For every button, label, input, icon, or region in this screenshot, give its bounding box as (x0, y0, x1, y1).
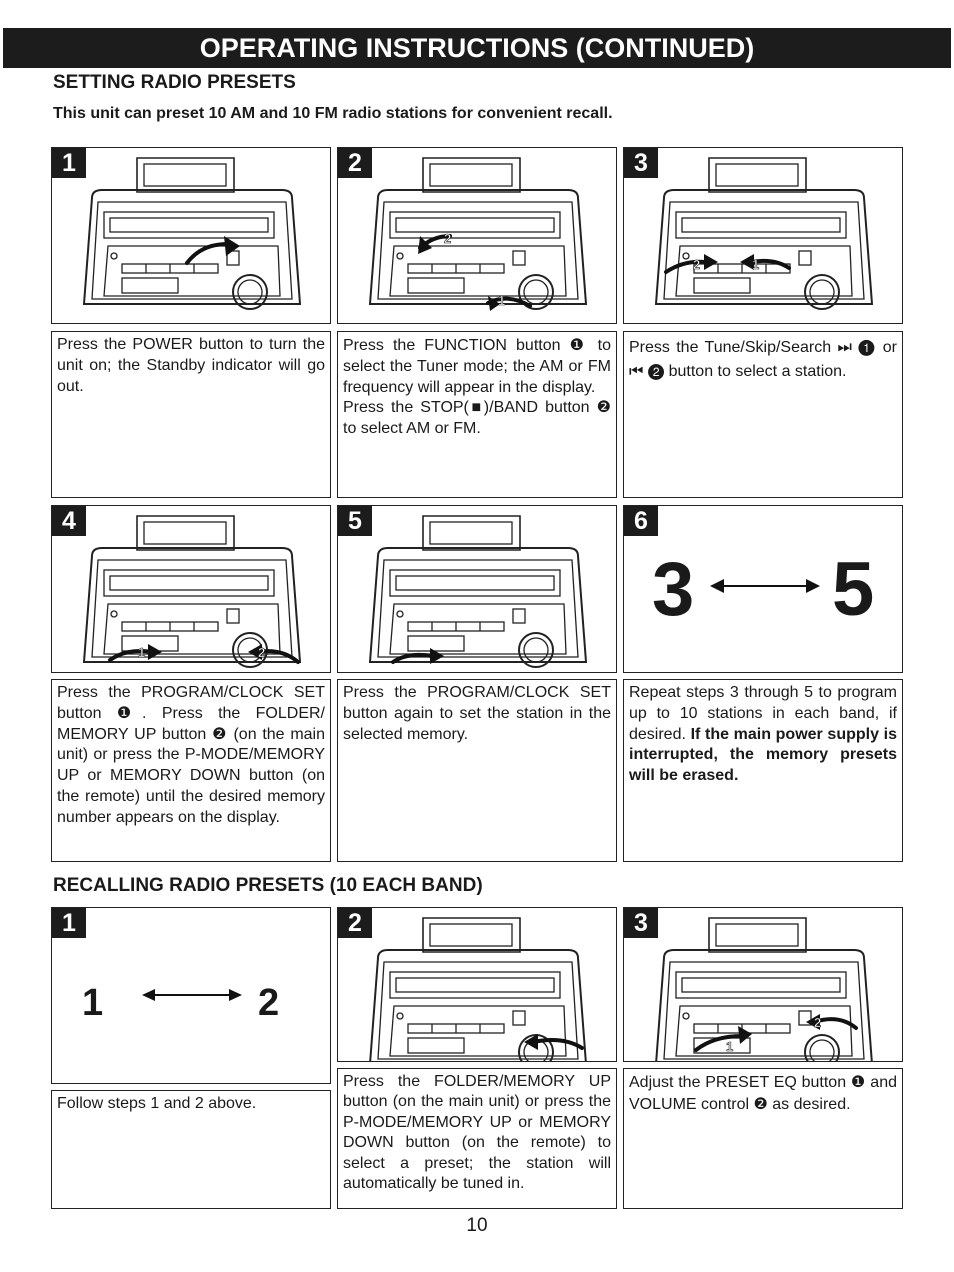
callout-arrow-icon (185, 241, 232, 265)
double-arrow-icon (710, 579, 820, 593)
step-number: 3 (624, 148, 658, 178)
arrow-head-icon (704, 254, 718, 270)
stereo-unit-illustration (654, 157, 874, 310)
callout-number: 1 (498, 293, 505, 308)
callout-arrow-icon (531, 1038, 584, 1050)
set-step-6-figure: 6 3 5 (623, 505, 903, 673)
set-step-2-text-b: Press the STOP(■)/BAND button ❷ to selec… (343, 399, 611, 438)
set-step-2-figure: 2 1 2 (337, 147, 617, 324)
step-number: 2 (338, 148, 372, 178)
callout-number: 2 (814, 1015, 821, 1030)
recall-step-2-figure: 2 (337, 907, 617, 1062)
set-step-5-text: Press the PROGRAM/CLOCK SET button again… (343, 684, 611, 743)
step-number: 6 (624, 506, 658, 536)
setting-presets-title: SETTING RADIO PRESETS (53, 72, 296, 93)
arrow-head-icon (738, 1026, 752, 1044)
step-number: 5 (338, 506, 372, 536)
sequence-from: 3 (652, 547, 695, 632)
callout-arrow-icon (750, 258, 791, 270)
set-step-4-figure: 1 2 4 (51, 505, 331, 673)
step-number: 3 (624, 908, 658, 938)
recall-step-2-text-box: Press the FOLDER/MEMORY UP button (on th… (337, 1068, 617, 1209)
sequence-from: 1 (82, 982, 104, 1024)
callout-arrow-icon (664, 259, 708, 274)
arrow-head-icon (148, 644, 162, 660)
set-step-2-text-box: Press the FUNCTION button ❶ to select th… (337, 331, 617, 498)
arrow-head-icon (430, 648, 444, 664)
arrow-head-icon (418, 236, 432, 254)
callout-number: 2 (258, 645, 265, 660)
set-step-5-text-box: Press the PROGRAM/CLOCK SET button again… (337, 679, 617, 862)
recalling-presets-title: RECALLING RADIO PRESETS (10 EACH BAND) (53, 875, 483, 896)
set-step-2-text-a: Press the FUNCTION button ❶ to select th… (343, 337, 611, 396)
setting-intro: This unit can preset 10 AM and 10 FM rad… (53, 105, 613, 122)
stereo-unit-illustration (369, 917, 587, 1061)
recall-step-3-text-box: Adjust the PRESET EQ button ❶ and VOLUME… (623, 1068, 903, 1209)
set-step-1-text-box: Press the POWER button to turn the unit … (51, 331, 331, 498)
set-step-4-text-box: Press the PROGRAM/CLOCK SET button ❶. Pr… (51, 679, 331, 862)
stereo-unit-illustration (655, 917, 873, 1061)
recall-step-1-text: Follow steps 1 and 2 above. (57, 1095, 257, 1112)
step-number: 1 (52, 908, 86, 938)
arrow-head-icon (806, 1014, 820, 1030)
recall-step-1-figure: 1 1 2 (51, 907, 331, 1084)
set-step-6-text-box: Repeat steps 3 through 5 to program up t… (623, 679, 903, 862)
callout-arrow-icon (108, 649, 154, 662)
arrow-head-icon (524, 1034, 538, 1050)
arrow-head-icon (488, 296, 500, 311)
arrow-head-icon (248, 644, 262, 660)
step-number: 1 (52, 148, 86, 178)
stereo-unit-illustration (368, 157, 588, 310)
set-step-5-figure: 5 (337, 505, 617, 673)
set-step-4-text: Press the PROGRAM/CLOCK SET button ❶. Pr… (57, 684, 325, 826)
set-step-6-text: Repeat steps 3 through 5 to program up t… (629, 684, 897, 743)
stereo-unit-illustration (82, 515, 302, 668)
set-step-3-text: Press the Tune/Skip/Search ⏭ ❶ or ⏮ ❷ bu… (629, 339, 897, 380)
set-step-3-text-box: Press the Tune/Skip/Search ⏭ ❶ or ⏮ ❷ bu… (623, 331, 903, 498)
step-number: 4 (52, 506, 86, 536)
set-step-1-figure: 1 (51, 147, 331, 324)
set-step-1-text: Press the POWER button to turn the unit … (57, 336, 325, 395)
callout-number: 1 (726, 1039, 733, 1054)
sequence-to: 2 (258, 982, 280, 1024)
recall-step-3-figure: 1 2 3 (623, 907, 903, 1062)
callout-number: 1 (138, 645, 145, 660)
callout-number: 2 (444, 231, 451, 246)
recall-step-3-text: Adjust the PRESET EQ button ❶ and VOLUME… (629, 1074, 897, 1113)
arrow-head-icon (224, 236, 240, 256)
callout-number: 1 (752, 257, 759, 272)
callout-arrow-icon (391, 652, 434, 664)
step-number: 2 (338, 908, 372, 938)
stereo-unit-illustration (368, 515, 588, 668)
set-step-6-warning: If the main power supply is interrupted,… (629, 725, 897, 785)
page-banner: OPERATING INSTRUCTIONS (CONTINUED) (3, 28, 951, 68)
page-number: 10 (466, 1215, 488, 1236)
sequence-to: 5 (832, 547, 875, 632)
double-arrow-icon (142, 989, 242, 1001)
callout-arrow-icon (694, 1034, 744, 1052)
recall-step-2-text: Press the FOLDER/MEMORY UP button (on th… (343, 1073, 611, 1193)
callout-number: 2 (693, 257, 700, 272)
stereo-unit-illustration (82, 157, 302, 310)
recall-step-1-text-box: Follow steps 1 and 2 above. (51, 1090, 331, 1209)
arrow-head-icon (740, 254, 754, 270)
set-step-3-figure: 2 1 3 (623, 147, 903, 324)
